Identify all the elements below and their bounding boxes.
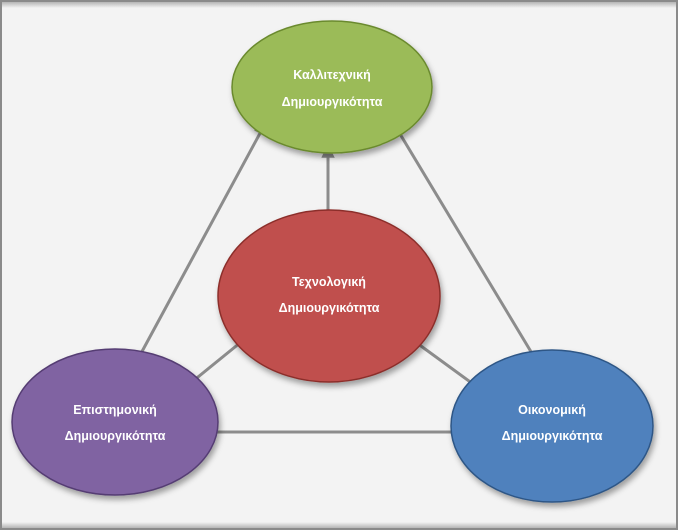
- ellipse-economic: [450, 349, 654, 503]
- label-economic-line2: Δημιουργικότητα: [502, 429, 603, 443]
- arrow-artistic-economic: [392, 121, 544, 373]
- label-technological-line2: Δημιουργικότητα: [279, 301, 380, 315]
- node-economic: [450, 349, 654, 503]
- ellipse-technological: [217, 209, 441, 383]
- label-scientific-line1: Επιστημονική: [73, 403, 156, 417]
- node-scientific: [11, 348, 219, 496]
- ellipse-scientific: [11, 348, 219, 496]
- node-artistic: [231, 20, 433, 154]
- node-technological: [217, 209, 441, 383]
- label-scientific-line2: Δημιουργικότητα: [65, 429, 166, 443]
- label-economic-line1: Οικονομική: [518, 403, 586, 417]
- label-artistic-line2: Δημιουργικότητα: [282, 95, 383, 109]
- arrow-artistic-scientific: [130, 121, 267, 373]
- label-artistic-line1: Καλλιτεχνική: [293, 68, 371, 82]
- ellipse-artistic: [231, 20, 433, 154]
- label-technological-line1: Τεχνολογική: [292, 275, 366, 289]
